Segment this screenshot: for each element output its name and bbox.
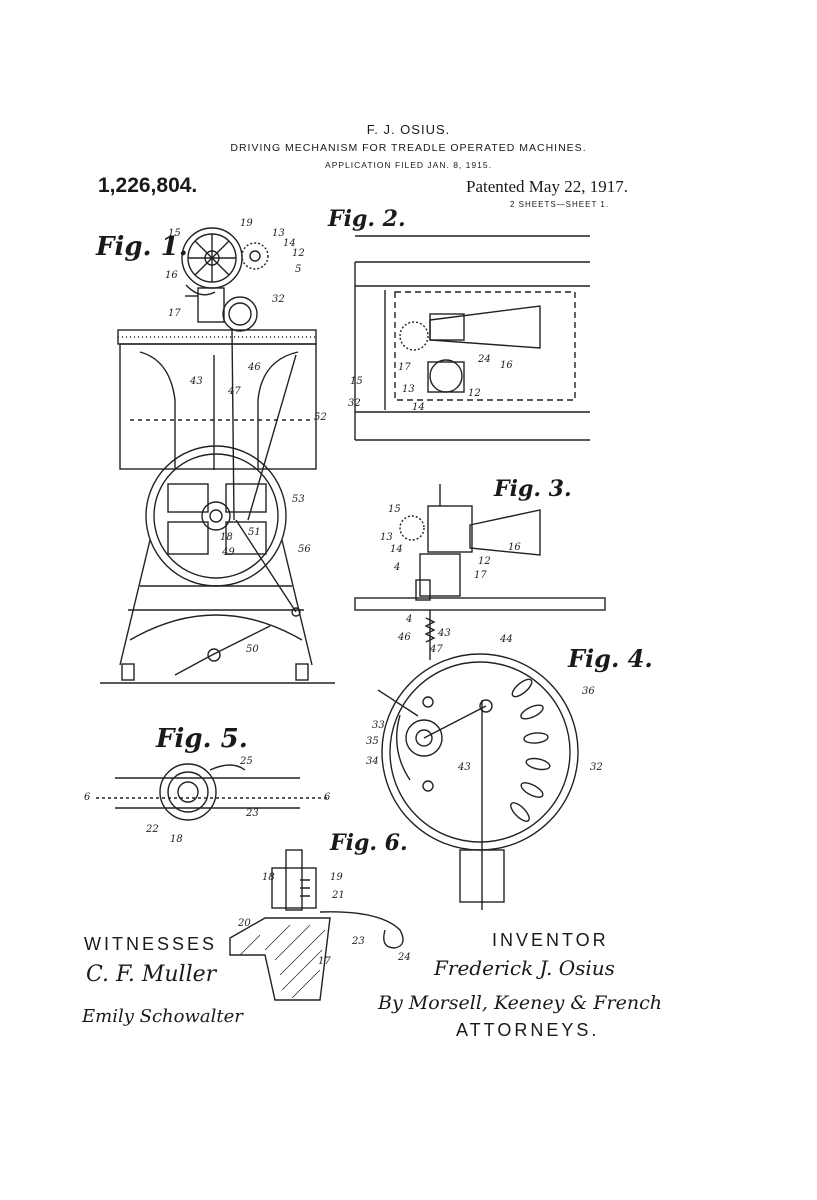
svg-text:17: 17 — [168, 308, 181, 319]
svg-text:19: 19 — [330, 872, 343, 883]
svg-text:13: 13 — [380, 532, 393, 543]
svg-text:25: 25 — [239, 756, 253, 767]
svg-text:36: 36 — [582, 686, 595, 697]
svg-text:44: 44 — [499, 634, 513, 645]
svg-text:24: 24 — [397, 952, 411, 963]
svg-text:21: 21 — [331, 890, 345, 901]
svg-text:17: 17 — [474, 570, 487, 581]
fig1-label: Fig. 1. — [96, 232, 188, 262]
svg-text:34: 34 — [366, 756, 379, 767]
fig4-label: Fig. 4. — [568, 644, 653, 673]
svg-text:18: 18 — [170, 834, 183, 845]
sheet-count: 2 SHEETS—SHEET 1. — [510, 200, 610, 209]
svg-text:33: 33 — [372, 720, 385, 731]
inventor-label: INVENTOR — [492, 930, 609, 950]
svg-text:16: 16 — [508, 542, 521, 553]
svg-text:4: 4 — [393, 562, 400, 573]
patent-title: DRIVING MECHANISM FOR TREADLE OPERATED M… — [230, 142, 587, 154]
svg-text:43: 43 — [437, 628, 451, 639]
svg-text:12: 12 — [468, 388, 481, 399]
fig2-label: Fig. 2. — [328, 206, 406, 232]
svg-text:19: 19 — [240, 218, 253, 229]
svg-text:43: 43 — [189, 376, 203, 387]
fig3-drawing: 15 13 14 4 12 17 16 4 46 43 47 44 — [354, 484, 606, 660]
fig6-label: Fig. 6. — [330, 830, 408, 856]
svg-text:24: 24 — [477, 354, 491, 365]
svg-text:14: 14 — [283, 238, 296, 249]
fig5-label: Fig. 5. — [156, 724, 248, 754]
inventor-header: F. J. OSIUS. — [366, 122, 451, 137]
svg-text:56: 56 — [298, 544, 311, 555]
svg-text:15: 15 — [168, 228, 181, 239]
svg-text:23: 23 — [351, 936, 365, 947]
attorneys-signature: By Morsell, Keeney & French — [378, 992, 662, 1014]
svg-text:18: 18 — [220, 532, 233, 543]
svg-text:32: 32 — [348, 398, 361, 409]
svg-text:50: 50 — [246, 644, 259, 655]
svg-text:52: 52 — [314, 412, 327, 423]
patented-date: Patented May 22, 1917. — [466, 177, 628, 196]
svg-text:17: 17 — [318, 956, 331, 967]
attorneys-label: ATTORNEYS. — [456, 1020, 600, 1040]
fig5-drawing: 25 6 6 22 18 23 — [84, 756, 331, 845]
witness-2-signature: Emily Schowalter — [82, 1006, 243, 1027]
inventor-signature: Frederick J. Osius — [434, 956, 615, 980]
svg-text:35: 35 — [366, 736, 379, 747]
fig2-drawing: 15 32 17 13 14 24 16 12 — [348, 235, 590, 441]
svg-text:6: 6 — [84, 792, 91, 803]
patent-number: 1,226,804. — [98, 174, 198, 197]
fig6-drawing: 18 19 21 20 23 24 17 — [229, 849, 411, 1001]
svg-text:43: 43 — [457, 762, 471, 773]
svg-text:47: 47 — [429, 644, 443, 655]
svg-text:6: 6 — [324, 792, 331, 803]
svg-text:5: 5 — [295, 264, 301, 275]
fig3-label: Fig. 3. — [494, 476, 572, 502]
svg-text:17: 17 — [398, 362, 411, 373]
svg-text:16: 16 — [500, 360, 513, 371]
svg-text:23: 23 — [245, 808, 259, 819]
svg-text:4: 4 — [405, 614, 412, 625]
svg-text:53: 53 — [292, 494, 305, 505]
svg-text:12: 12 — [292, 248, 305, 259]
application-filed: APPLICATION FILED JAN. 8, 1915. — [325, 160, 492, 170]
svg-text:16: 16 — [165, 270, 178, 281]
fig1-drawing: 15 19 13 14 12 5 16 17 32 43 46 47 52 53… — [100, 218, 335, 684]
svg-text:49: 49 — [221, 547, 235, 558]
svg-text:32: 32 — [590, 762, 603, 773]
svg-text:13: 13 — [402, 384, 415, 395]
svg-text:20: 20 — [237, 918, 251, 929]
svg-text:14: 14 — [390, 544, 403, 555]
svg-text:12: 12 — [478, 556, 491, 567]
svg-text:13: 13 — [272, 228, 285, 239]
svg-text:51: 51 — [248, 527, 261, 538]
svg-text:22: 22 — [145, 824, 159, 835]
fig4-drawing: 33 35 34 43 36 32 — [366, 653, 603, 910]
svg-text:15: 15 — [350, 376, 363, 387]
witnesses-label: WITNESSES — [84, 934, 218, 954]
svg-text:14: 14 — [412, 402, 425, 413]
svg-text:18: 18 — [262, 872, 275, 883]
svg-text:32: 32 — [272, 294, 285, 305]
svg-text:15: 15 — [388, 504, 401, 515]
svg-text:46: 46 — [397, 632, 411, 643]
witness-1-signature: C. F. Muller — [86, 962, 217, 987]
svg-text:46: 46 — [247, 362, 261, 373]
svg-text:47: 47 — [227, 386, 241, 397]
